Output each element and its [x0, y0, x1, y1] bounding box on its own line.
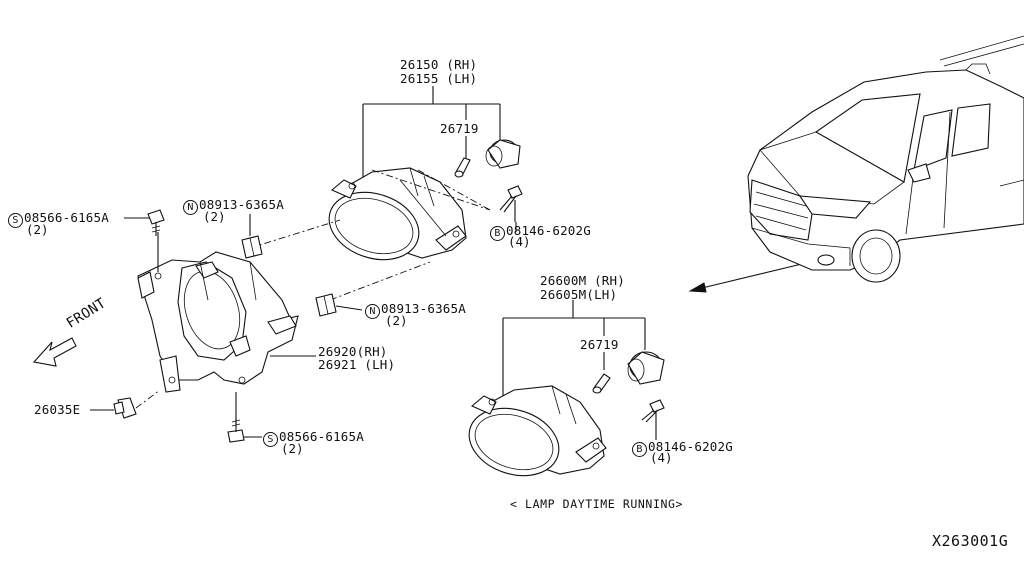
top-bulb-socket — [485, 139, 521, 169]
screw-symbol-icon: S — [263, 432, 278, 447]
bottom-bulb-label: 26719 — [580, 337, 619, 352]
diagram-code: X263001G — [932, 532, 1009, 550]
top-lamp-dash-lines — [249, 169, 491, 301]
upper-nut-qty: (2) — [203, 209, 226, 224]
vehicle-illustration — [747, 35, 1024, 283]
bottom-bolt-qty: (4) — [650, 450, 673, 465]
part-number: 08566-6165A — [24, 210, 109, 225]
top-bolt — [499, 185, 523, 222]
lower-nut — [315, 293, 363, 317]
bottom-fog-lamp — [468, 385, 607, 477]
bracket-rh-label: 26920(RH) — [318, 344, 388, 359]
bottom-bolt — [641, 399, 665, 423]
nut-symbol-icon: N — [183, 200, 198, 215]
top-lamp-callout-lines — [362, 86, 501, 182]
part-number: 08146-6202G — [648, 439, 733, 454]
part-number: 08566-6165A — [279, 429, 364, 444]
bottom-screw-qty: (2) — [281, 441, 304, 456]
lamp-daytime-running-caption: < LAMP DAYTIME RUNNING> — [510, 497, 684, 511]
part-number: 08913-6365A — [199, 197, 284, 212]
lower-nut-qty: (2) — [385, 313, 408, 328]
part-number: 08146-6202G — [506, 223, 591, 238]
bottom-bulb-socket — [627, 351, 665, 385]
bottom-screw — [227, 418, 245, 443]
nut-symbol-icon: N — [365, 304, 380, 319]
top-lamp-lh-label: 26155 (LH) — [400, 71, 478, 86]
bottom-lamp-lh-label: 26605M(LH) — [540, 287, 618, 302]
top-bulb — [454, 157, 471, 178]
clip-label: 26035E — [34, 402, 81, 417]
bottom-bulb — [592, 373, 611, 394]
bottom-lamp-callout-lines — [502, 300, 646, 398]
part-number: 08913-6365A — [381, 301, 466, 316]
vehicle-pointer-arrow — [688, 261, 811, 293]
top-left-screw-qty: (2) — [26, 222, 49, 237]
front-arrow — [32, 337, 77, 367]
upper-nut — [241, 214, 263, 259]
top-fog-lamp — [328, 167, 467, 261]
top-bolt-qty: (4) — [508, 234, 531, 249]
bolt-symbol-icon: B — [490, 226, 505, 241]
screw-symbol-icon: S — [8, 213, 23, 228]
lamp-bracket — [137, 232, 299, 424]
top-bulb-label: 26719 — [440, 121, 479, 136]
bracket-lh-label: 26921 (LH) — [318, 357, 396, 372]
bolt-symbol-icon: B — [632, 442, 647, 457]
top-left-screw — [147, 209, 165, 236]
top-lamp-rh-label: 26150 (RH) — [400, 57, 478, 72]
bottom-lamp-rh-label: 26600M (RH) — [540, 273, 625, 288]
clip — [113, 389, 161, 419]
